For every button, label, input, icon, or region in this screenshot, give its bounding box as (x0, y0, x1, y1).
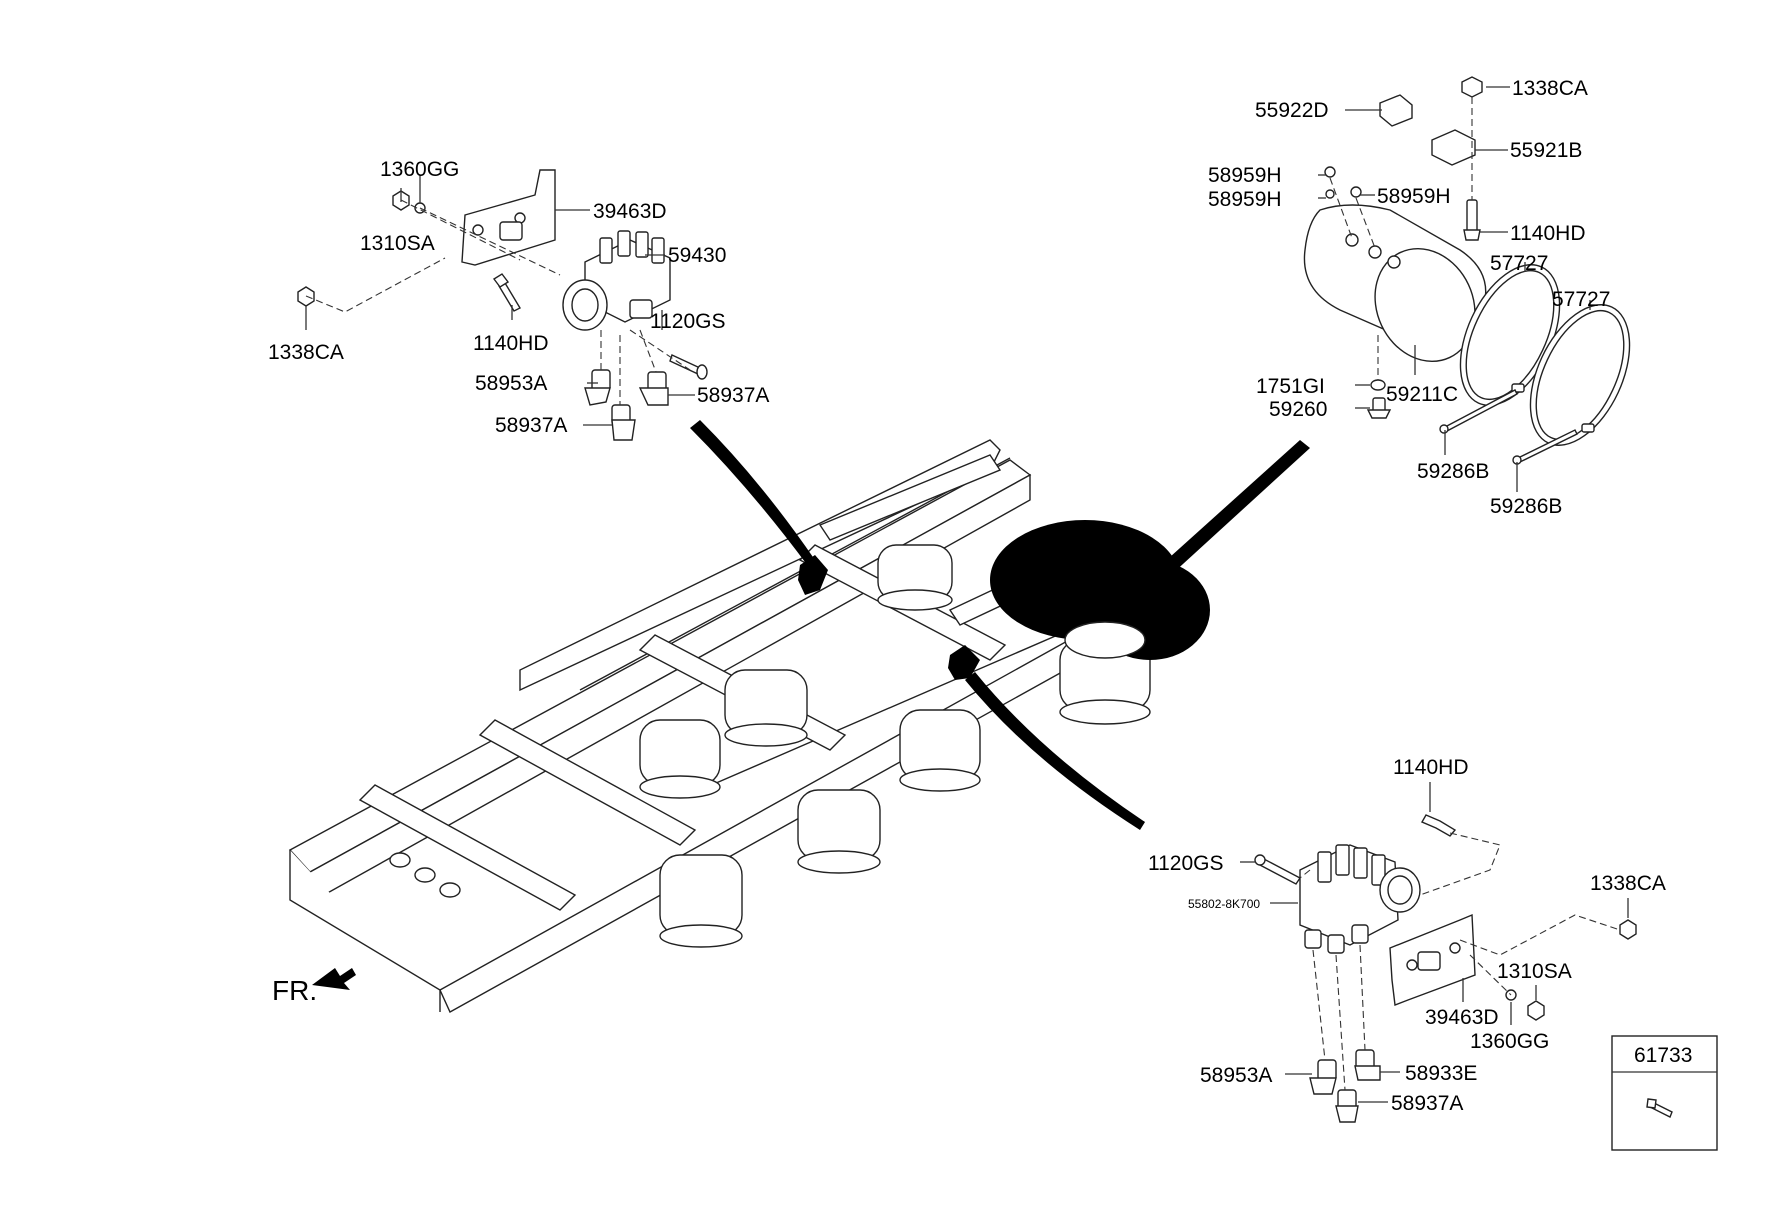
front-direction-indicator: FR. (272, 968, 356, 1006)
fitting-58953A-top (584, 369, 611, 406)
leader-lines (305, 86, 1629, 1103)
label-39463D-bottom: 39463D (1425, 1006, 1499, 1029)
label-59286B-b: 59286B (1490, 495, 1562, 518)
air-springs (639, 544, 1151, 948)
highlight-valve-rear (948, 645, 1145, 830)
air-tank-assembly (1303, 76, 1631, 465)
bolt-1140HD-top (492, 273, 521, 312)
highlight-tank (990, 440, 1310, 660)
label-55802-8K700: 55802-8K700 (1188, 897, 1260, 911)
highlight-valve-front (690, 420, 828, 595)
air-spring (724, 669, 808, 747)
label-1360GG-top: 1360GG (380, 158, 459, 181)
oring-1751GI (1370, 379, 1386, 391)
bracket-55922D (1379, 94, 1413, 127)
label-1140HD-top-right: 1140HD (1510, 222, 1586, 245)
rear-valve-assembly (1254, 814, 1637, 1123)
part-61733-box: 61733 (1611, 1035, 1718, 1151)
label-1140HD-top: 1140HD (473, 332, 549, 355)
label-1120GS-bottom: 1120GS (1148, 852, 1224, 875)
air-spring (659, 854, 743, 948)
label-59260: 59260 (1269, 398, 1327, 421)
front-arrow-icon (312, 968, 356, 990)
bolt-1120GS-bottom (1254, 854, 1302, 885)
label-59286B-a: 59286B (1417, 460, 1489, 483)
bolt-1140HD-top-right (1463, 199, 1481, 241)
label-1360GG-bottom: 1360GG (1470, 1030, 1549, 1053)
label-1338CA-bottom: 1338CA (1590, 872, 1666, 895)
label-57727-a: 57727 (1490, 252, 1548, 275)
bolt-1140HD-bottom (1421, 814, 1457, 837)
label-59211C: 59211C (1386, 383, 1458, 406)
nut-1338CA-top-right (1461, 76, 1483, 98)
plug-58959H-a (1324, 166, 1336, 178)
label-58933E: 58933E (1405, 1062, 1477, 1085)
label-1140HD-bottom: 1140HD (1393, 756, 1469, 779)
air-spring (899, 709, 981, 792)
label-58953A-top: 58953A (475, 372, 547, 395)
label-58959H-c: 58959H (1377, 185, 1451, 208)
valve-59430 (562, 230, 671, 331)
label-58959H-b: 58959H (1208, 188, 1282, 211)
label-57727-b: 57727 (1552, 288, 1610, 311)
label-58953A-bottom: 58953A (1200, 1064, 1272, 1087)
fitting-58937A-bottom (1335, 1089, 1359, 1123)
bolt-61733-icon (1646, 1098, 1673, 1118)
fitting-58933E (1354, 1049, 1381, 1081)
label-58937A-top-left: 58937A (495, 414, 567, 437)
air-spring (877, 544, 953, 611)
label-39463D-top: 39463D (593, 200, 667, 223)
nut-1338CA-bottom (1619, 919, 1637, 940)
label-55922D: 55922D (1255, 99, 1329, 122)
label-61733: 61733 (1634, 1044, 1692, 1067)
label-1338CA-left: 1338CA (268, 341, 344, 364)
air-spring (797, 789, 881, 874)
front-label: FR. (272, 975, 317, 1006)
fitting-58953A-bottom (1309, 1059, 1337, 1095)
tank-59211C (1303, 204, 1487, 363)
label-58937A-top-right: 58937A (697, 384, 769, 407)
label-1310SA-top: 1310SA (360, 232, 435, 255)
part-labels: 1360GG 39463D 1310SA 59430 1338CA 1140HD… (268, 77, 1666, 1115)
air-spring (1059, 639, 1151, 725)
plug-58959H-b (1325, 189, 1335, 199)
fitting-58937A-top-right (638, 371, 669, 406)
label-59430: 59430 (668, 244, 726, 267)
bolt-1120GS-top (669, 354, 708, 380)
plug-58959H-c (1350, 186, 1362, 198)
label-1120GS-top: 1120GS (650, 310, 726, 333)
valve-55802-8K700 (1299, 844, 1421, 954)
fitting-58937A-top-left (611, 404, 636, 441)
label-1338CA-top-right: 1338CA (1512, 77, 1588, 100)
label-55921B: 55921B (1510, 139, 1582, 162)
label-1310SA-bottom: 1310SA (1497, 960, 1572, 983)
bracket-55921B (1431, 129, 1476, 166)
label-58959H-a: 58959H (1208, 164, 1282, 187)
front-valve-assembly (297, 169, 708, 441)
label-1751GI: 1751GI (1256, 375, 1325, 398)
label-58937A-bottom: 58937A (1391, 1092, 1463, 1115)
nut-1310SA-bottom (1527, 1000, 1545, 1021)
drain-valve-59260 (1366, 397, 1392, 419)
air-spring (639, 719, 721, 799)
